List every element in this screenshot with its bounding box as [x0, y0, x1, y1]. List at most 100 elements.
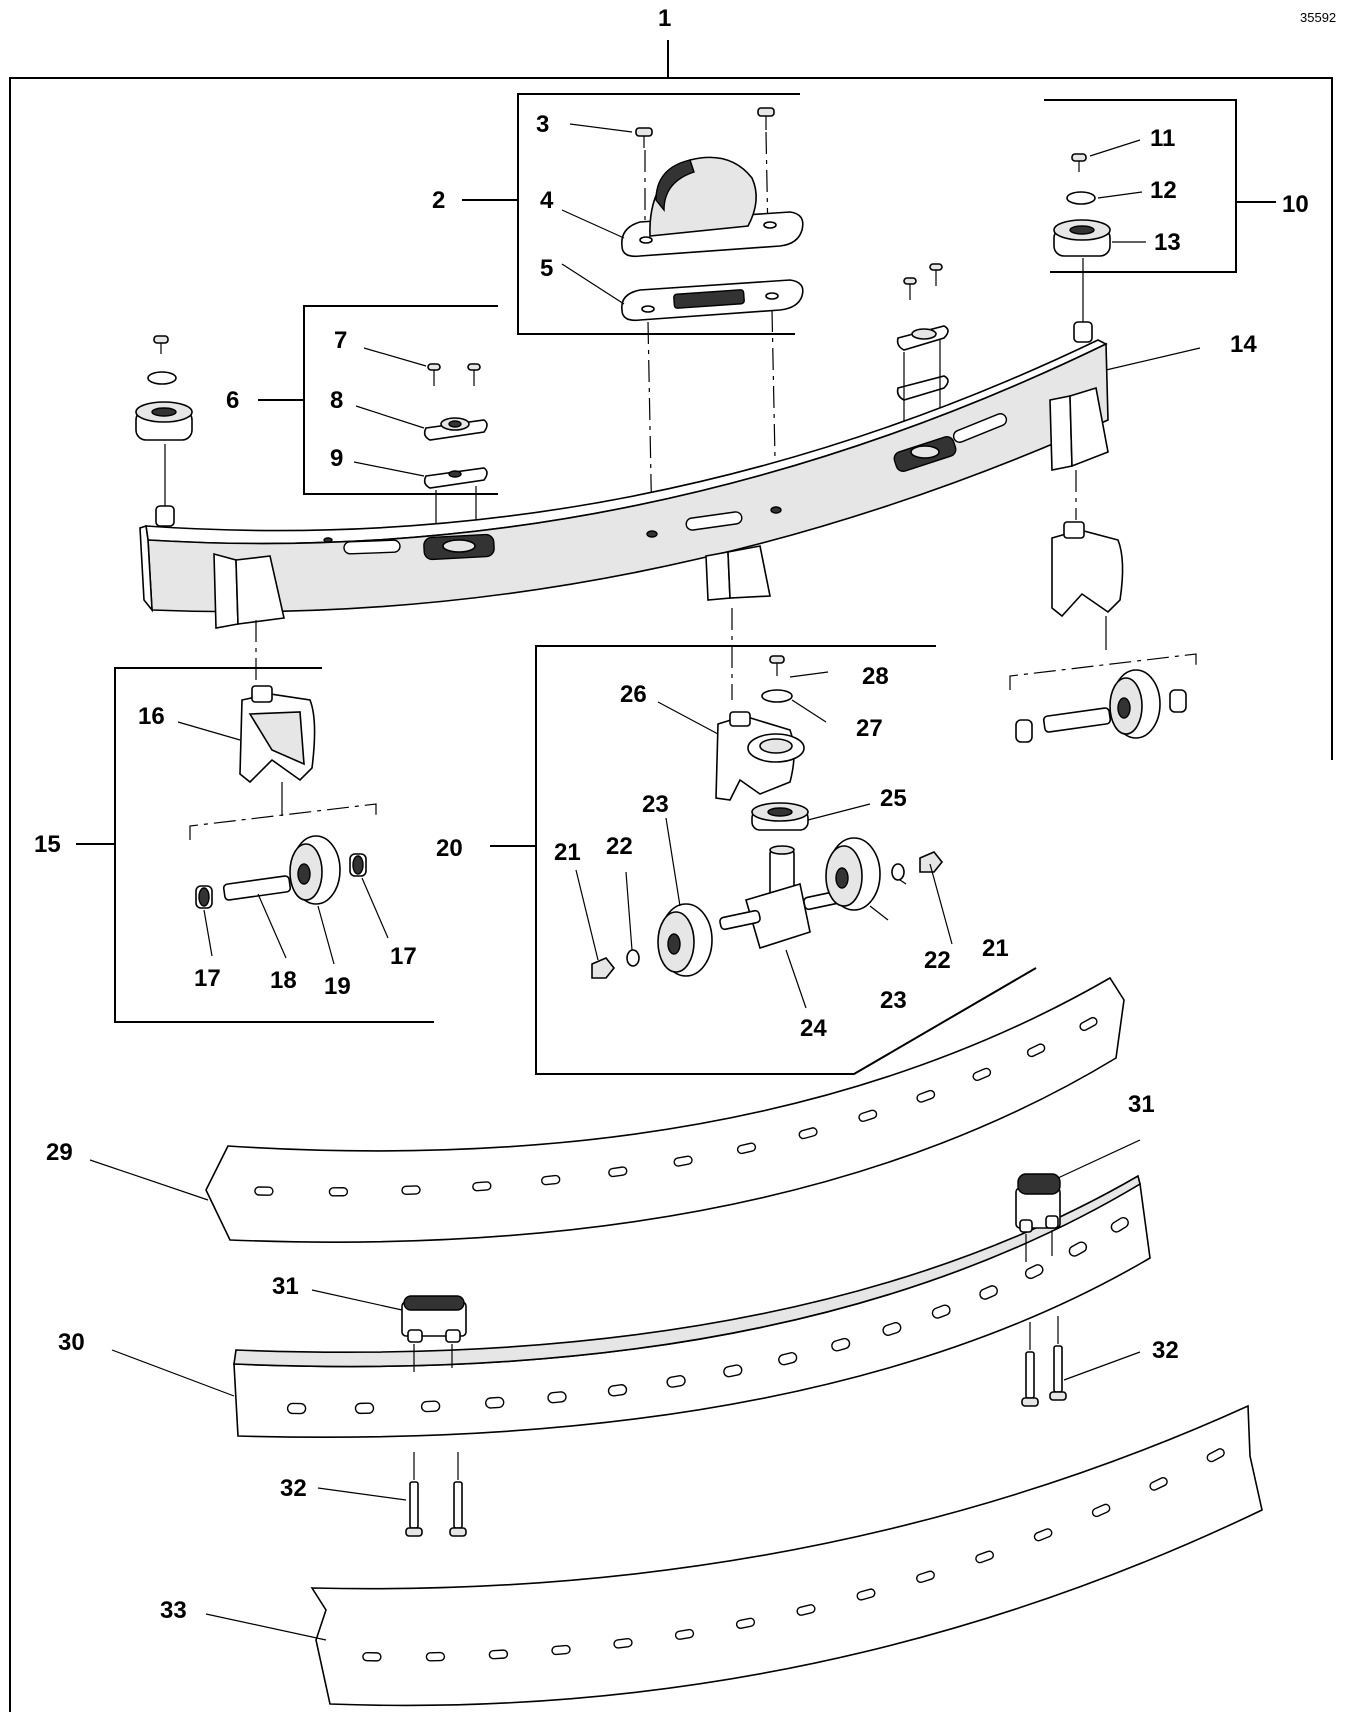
callout-3: 3: [536, 111, 549, 138]
group-box-15: [76, 667, 434, 1023]
bearing-25: [751, 802, 809, 831]
caster-housing-16: [239, 685, 316, 784]
blade-slot: [931, 1304, 951, 1319]
callout-26: 26: [620, 681, 647, 708]
blade-slot: [666, 1375, 686, 1388]
blade-holder-30-slots: [286, 1216, 1129, 1415]
blade-29-slots: [254, 1016, 1098, 1197]
blade-slot: [472, 1181, 492, 1192]
blade-slot: [796, 1604, 816, 1616]
blade-slot: [1149, 1477, 1168, 1491]
axle-centerline: [189, 803, 377, 840]
callout-5: 5: [540, 255, 553, 282]
screw-7: [427, 363, 481, 386]
axle-18: [222, 875, 292, 901]
callout-labels: 1 2 3 4 5 6 7 8 9 10 11 12 13 14 15 16 1…: [34, 5, 1309, 1624]
blade-slot: [778, 1352, 798, 1366]
blade-slot: [858, 1109, 878, 1123]
callout-22a: 22: [606, 833, 633, 860]
screw-3b: [757, 107, 775, 130]
group-box-6: [258, 305, 498, 495]
callout-22b: 22: [924, 947, 951, 974]
leader-lines: [89, 123, 1201, 1641]
callout-24: 24: [800, 1015, 827, 1042]
blade-slot: [1026, 1043, 1046, 1058]
blade-slot: [286, 1402, 307, 1415]
bumper-roller-13: [1053, 219, 1111, 257]
hanger-plate-5: [621, 279, 804, 322]
callout-32a: 32: [280, 1475, 307, 1502]
caster-yoke-24: [719, 845, 845, 950]
callout-13: 13: [1154, 229, 1181, 256]
screw-11: [1071, 153, 1087, 172]
blade-slot: [673, 1155, 693, 1167]
blade-slot: [1079, 1016, 1098, 1032]
blade-slot: [551, 1644, 571, 1656]
blade-slot: [485, 1396, 505, 1409]
blade-slot: [831, 1337, 851, 1352]
callout-17a: 17: [194, 965, 221, 992]
group-box-20: [490, 645, 1037, 1075]
caster-right: [1009, 470, 1197, 743]
callout-4: 4: [540, 187, 554, 214]
screw-28: [769, 655, 785, 676]
callout-21a: 21: [554, 839, 581, 866]
callout-10: 10: [1282, 191, 1309, 218]
blade-slot: [882, 1322, 902, 1336]
squeegee-frame-14: [139, 321, 1109, 629]
document-id: 35592: [1300, 10, 1336, 25]
blade-slot: [488, 1649, 509, 1660]
centerline: [647, 321, 653, 533]
bumper-wheel-left: [135, 335, 193, 508]
blade-slot: [916, 1570, 935, 1584]
callout-8: 8: [330, 387, 343, 414]
pivot-plate-right: [896, 263, 949, 450]
blade-slot: [916, 1089, 936, 1103]
callout-31a: 31: [272, 1273, 299, 1300]
blade-slot: [425, 1651, 446, 1662]
callout-32b: 32: [1152, 1337, 1179, 1364]
callout-6: 6: [226, 387, 239, 414]
callout-19: 19: [324, 973, 351, 1000]
blade-33: [310, 1404, 1263, 1707]
callout-29: 29: [46, 1139, 73, 1166]
blade-slot: [975, 1550, 995, 1564]
callout-9: 9: [330, 445, 343, 472]
washer-12: [1066, 191, 1096, 205]
washer-27: [761, 689, 793, 703]
callout-18: 18: [270, 967, 297, 994]
blade-slot: [736, 1142, 757, 1155]
screw-32-left: [405, 1452, 467, 1537]
blade-holder-30: [233, 1174, 1151, 1438]
callout-1: 1: [658, 5, 671, 32]
blade-slot: [856, 1588, 876, 1601]
caster-housing-26: [715, 711, 805, 801]
blade-slot: [254, 1186, 274, 1196]
wheel-23-left: [657, 903, 713, 977]
callout-17b: 17: [390, 943, 417, 970]
washer-22-left: [626, 949, 640, 967]
blade-slot: [979, 1285, 998, 1300]
callout-20: 20: [436, 835, 463, 862]
blade-slot: [354, 1402, 375, 1415]
callout-7: 7: [334, 327, 347, 354]
callout-16: 16: [138, 703, 165, 730]
blade-33-slots: [362, 1448, 1225, 1662]
blade-slot: [401, 1185, 421, 1196]
blade-slot: [541, 1174, 561, 1186]
screw-32-right: [1021, 1316, 1067, 1407]
pivot-plate-9: [423, 467, 488, 489]
wheel-23-right: [825, 837, 881, 911]
callout-31b: 31: [1128, 1091, 1155, 1118]
blade-slot: [613, 1637, 633, 1649]
spacer-17-right: [349, 853, 367, 877]
blade-slot: [1024, 1264, 1044, 1280]
blade-slot: [362, 1652, 382, 1662]
callout-21b: 21: [982, 935, 1009, 962]
pivot-plate-8: [423, 417, 488, 441]
callout-14: 14: [1230, 331, 1257, 358]
group-box-10: [1044, 99, 1276, 273]
blade-slot: [1068, 1241, 1088, 1257]
